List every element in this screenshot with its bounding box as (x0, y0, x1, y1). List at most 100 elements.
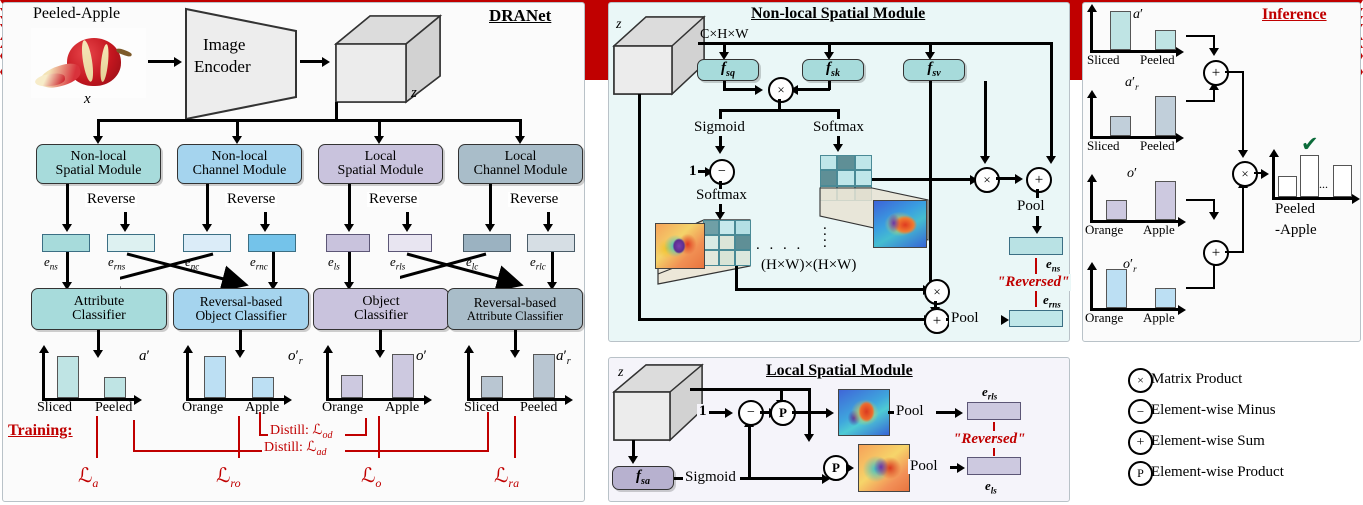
bar-orange (1106, 269, 1127, 308)
inference-a-sum-arrowhead (1209, 48, 1219, 56)
nlsm-title: Non-local Spatial Module (751, 5, 926, 22)
arrowhead-ernc-to-clf (268, 282, 278, 290)
embedding-box-e-rns[interactable] (107, 234, 155, 252)
loss-arrow-a (96, 416, 98, 458)
module-box-non-local-spatial[interactable]: Non-local Spatial Module (36, 144, 161, 184)
module-box-local-spatial[interactable]: Local Spatial Module (318, 144, 443, 184)
inference-osum-right (1225, 251, 1244, 253)
arrowhead-branch-1 (93, 136, 103, 144)
nlsm-dots-vertical: .... (823, 217, 827, 251)
bar-peeled (1155, 96, 1176, 136)
bar-label-apple: Apple (1143, 310, 1175, 325)
loss-arrow-ra (514, 416, 516, 458)
nlsm-sigmoid-arrowhead (715, 146, 725, 154)
embedding-box-e-nc[interactable] (183, 234, 231, 252)
bar-label-sliced: Sliced (464, 400, 499, 415)
nlsm-skip-right (638, 318, 926, 321)
distill-ad-label: Distill: ℒad (262, 440, 329, 458)
embedding-box-e-lc[interactable] (463, 234, 511, 252)
legend-label-matrix-product: Matrix Product (1151, 371, 1243, 387)
nlsm-sum1-down (1036, 189, 1039, 198)
embedding-box-e-rlc[interactable] (527, 234, 575, 252)
lsm-heattop-to-pool (888, 411, 896, 414)
classifier-box-reversal-object[interactable]: Reversal-based Object Classifier (173, 288, 309, 330)
nlsm-rmat-to-mul (872, 178, 972, 181)
training-label: Training: (8, 422, 73, 439)
lsm-func-box-fsa[interactable]: fsa (612, 466, 674, 490)
embedding-box-e-ls[interactable] (326, 234, 370, 252)
nlsm-op-matrix-product-2: × (974, 167, 1000, 193)
classifier-label-line1: Object (362, 293, 400, 309)
output-bar-4 (1333, 165, 1352, 197)
nlsm-func-box-fsv[interactable]: fsv (903, 59, 965, 81)
arrow-clf4-to-chart (514, 330, 517, 352)
lsm-one-label: 1 (697, 403, 709, 419)
bar-sliced (481, 376, 503, 398)
module-box-non-local-channel[interactable]: Non-local Channel Module (177, 144, 302, 184)
classifier-box-object[interactable]: Object Classifier (313, 288, 449, 330)
arrowhead-ens-to-clf (62, 282, 72, 290)
nlsm-fsk-left (797, 88, 830, 91)
image-encoder-shape (185, 7, 297, 120)
nlsm-output-box-e-rns[interactable] (1009, 310, 1063, 327)
nlsm-lmat-right (735, 288, 925, 291)
nlsm-x1-split (719, 109, 839, 112)
legend-label-element-wise-sum: Element-wise Sum (1151, 433, 1265, 449)
nlsm-output-box-e-ns[interactable] (1009, 237, 1063, 255)
input-label: Peeled-Apple (33, 5, 121, 22)
arrow-encoder-to-feature (300, 60, 324, 63)
lsm-title: Local Spatial Module (766, 362, 913, 379)
chart-symbol-a-prime-r: a′r (1125, 75, 1139, 92)
loss-symbol-o: ℒo (361, 465, 382, 490)
module-box-local-channel[interactable]: Local Channel Module (458, 144, 583, 184)
inference-o-to-sum (1186, 199, 1215, 201)
arrow-module3-to-emb (348, 184, 351, 226)
cross-arrows-right (400, 252, 524, 290)
classifier-box-attribute[interactable]: Attribute Classifier (31, 288, 167, 330)
embedding-label-e-rlc: erlc (530, 254, 546, 272)
lsm-ptop-arrowhead (826, 407, 834, 418)
arrowhead-reverse-4 (543, 224, 553, 232)
lsm-heatmap-bottom (858, 444, 910, 492)
embedding-box-e-ns[interactable] (42, 234, 90, 252)
inference-or-to-sum (1186, 287, 1215, 289)
arrowhead-clf4-to-chart (510, 350, 520, 358)
bar-apple (392, 354, 414, 398)
lsm-reversed-label: "Reversed" (951, 431, 1028, 448)
nlsm-func-box-fsk[interactable]: fsk (802, 59, 864, 81)
nlsm-op-matrix-product-3: × (924, 279, 950, 305)
lsm-ptop-right (792, 411, 828, 414)
lsm-sigmoid-up (748, 425, 751, 478)
module-label-line1: Non-local (211, 148, 268, 164)
nlsm-skip-down (638, 94, 641, 318)
arrowhead-reverse-2 (260, 224, 270, 232)
lsm-one-arrowhead (725, 407, 733, 418)
nlsm-fsv-down-left (929, 81, 932, 291)
nlsm-fsk-down (828, 81, 831, 90)
lsm-heatmap-top (838, 389, 890, 436)
legend-icon-matrix-product: × (1128, 368, 1153, 393)
lsm-op-minus: − (738, 400, 764, 426)
inference-o-sum-down (1213, 199, 1215, 215)
classifier-box-reversal-attribute[interactable]: Reversal-based Attribute Classifier (447, 288, 583, 330)
bar-apple (1155, 288, 1176, 308)
legend-icon-element-wise-sum: + (1128, 430, 1153, 455)
embedding-label-e-rnc: ernc (250, 254, 268, 272)
embedding-box-e-rls[interactable] (388, 234, 432, 252)
nlsm-func-label: fsk (826, 59, 840, 79)
dranet-title: DRANet (489, 6, 552, 25)
lsm-pbot-arrowhead (846, 462, 854, 473)
lsm-output-box-e-rls[interactable] (967, 402, 1021, 420)
arrowhead-module3-to-emb (344, 224, 354, 232)
arrow-module1-to-emb (66, 184, 69, 226)
nlsm-func-box-fsq[interactable]: fsq (697, 59, 759, 81)
distill-ad-up (133, 420, 135, 452)
module-label-line2: Channel Module (192, 163, 287, 178)
lsm-output-box-e-ls[interactable] (967, 457, 1021, 475)
encoder-label-line1: Image (203, 35, 246, 54)
embedding-box-e-rnc[interactable] (248, 234, 296, 252)
nlsm-lmat-down (735, 266, 738, 290)
classifier-label-line2: Attribute Classifier (466, 308, 564, 323)
legend-label-element-wise-minus: Element-wise Minus (1151, 402, 1276, 418)
reverse-label-4: Reverse (508, 191, 561, 207)
